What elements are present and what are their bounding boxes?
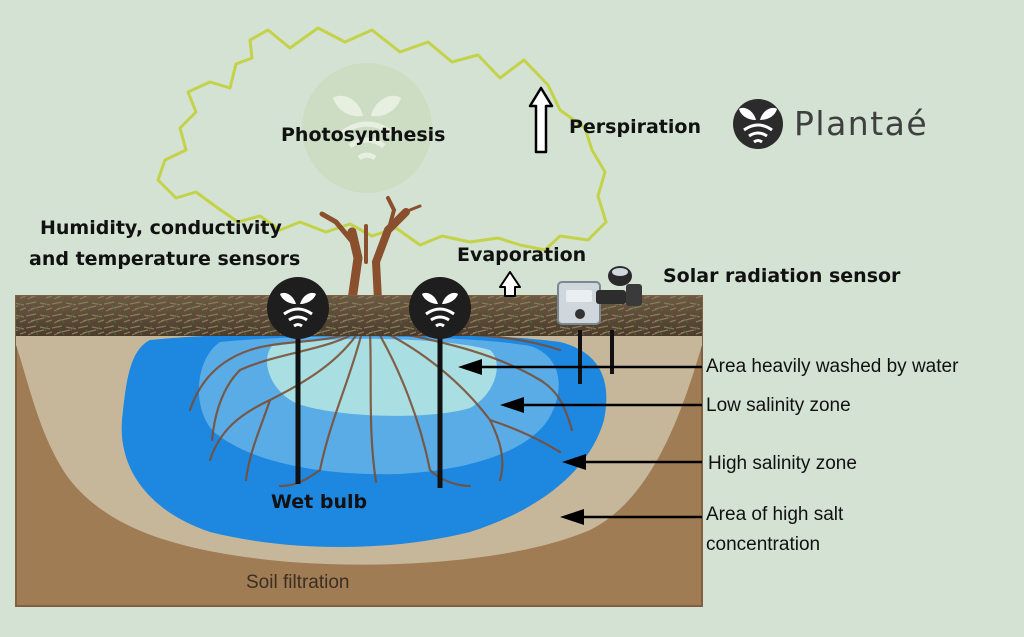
perspiration-label: Perspiration xyxy=(569,116,701,138)
sensors-label-line1: Humidity, conductivity xyxy=(40,217,282,239)
zone-label-low-salinity: Low salinity zone xyxy=(706,395,851,417)
sensors-label-line2: and temperature sensors xyxy=(29,248,300,270)
evaporation-arrow-icon xyxy=(500,272,520,296)
plantae-logo-icon xyxy=(733,99,783,149)
tree-trunk xyxy=(322,198,420,300)
solar-sensor-label: Solar radiation sensor xyxy=(663,265,900,287)
perspiration-arrow-icon xyxy=(530,88,552,152)
zone-label-washed: Area heavily washed by water xyxy=(706,356,958,378)
brand-name: Plantaé xyxy=(794,104,928,143)
zone-label-high-salinity: High salinity zone xyxy=(708,453,857,475)
wet-bulb-label: Wet bulb xyxy=(271,491,367,513)
photosynthesis-label: Photosynthesis xyxy=(281,124,446,146)
zone-label-salt-line1: Area of high salt xyxy=(706,504,843,526)
soil-filtration-label: Soil filtration xyxy=(246,572,350,594)
evaporation-label: Evaporation xyxy=(457,244,586,266)
zone-label-salt-line2: concentration xyxy=(706,534,820,556)
